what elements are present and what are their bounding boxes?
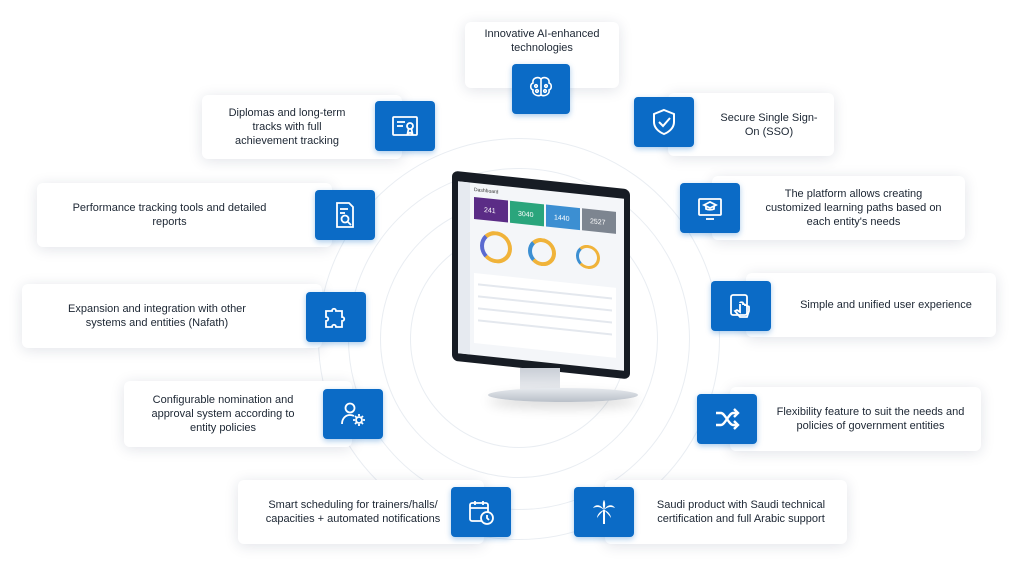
donut-chart [576,243,600,271]
feature-card-diplomas: Diplomas and long-term tracks with full … [202,95,402,159]
report-search-icon [315,190,375,240]
dashboard-screen: Dashboard 241 3040 1440 2527 [458,181,624,371]
feature-text: Smart scheduling for trainers/halls/ cap… [265,499,441,525]
feature-text: Simple and unified user experience [800,299,972,311]
feature-card-nomination-approval: Configurable nomination and approval sys… [124,381,352,447]
shield-check-icon [634,97,694,147]
feature-text: Performance tracking tools and detailed … [72,202,267,228]
donut-chart [528,236,556,268]
feature-text: Secure Single Sign-On (SSO) [720,111,818,138]
stat-tile: 241 [474,196,508,223]
stat-tile: 2527 [582,208,616,234]
feature-card-learning-paths: The platform allows creating customized … [712,176,965,240]
shuffle-icon [697,394,757,444]
user-gear-icon [323,389,383,439]
feature-text: Flexibility feature to suit the needs an… [776,406,965,432]
feature-card-saudi-product: Saudi product with Saudi technical certi… [605,480,847,544]
data-table [474,272,616,358]
feature-text: Saudi product with Saudi technical certi… [656,499,826,525]
feature-text: Diplomas and long-term tracks with full … [228,107,346,147]
touch-screen-icon [711,281,771,331]
stat-tile: 1440 [546,204,580,231]
monitor-base [488,388,638,402]
donut-chart [480,229,512,265]
feature-card-user-experience: Simple and unified user experience [746,273,996,337]
dashboard-title: Dashboard [474,186,499,196]
feature-text: Expansion and integration with other sys… [68,303,246,329]
puzzle-icon [306,292,366,342]
feature-text: Configurable nomination and approval sys… [151,394,295,434]
feature-card-sso: Secure Single Sign-On (SSO) [668,93,834,156]
calendar-clock-icon [451,487,511,537]
feature-card-performance-tracking: Performance tracking tools and detailed … [37,183,332,247]
feature-card-integration: Expansion and integration with other sys… [22,284,322,348]
feature-text: The platform allows creating customized … [765,188,942,228]
stat-tile: 3040 [510,200,544,227]
feature-card-smart-scheduling: Smart scheduling for trainers/halls/ cap… [238,480,484,544]
brain-icon [512,64,570,114]
feature-text: Innovative AI-enhanced technologies [484,28,600,54]
palm-tree-icon [574,487,634,537]
certificate-icon [375,101,435,151]
feature-card-flexibility: Flexibility feature to suit the needs an… [730,387,981,451]
graduation-screen-icon [680,183,740,233]
